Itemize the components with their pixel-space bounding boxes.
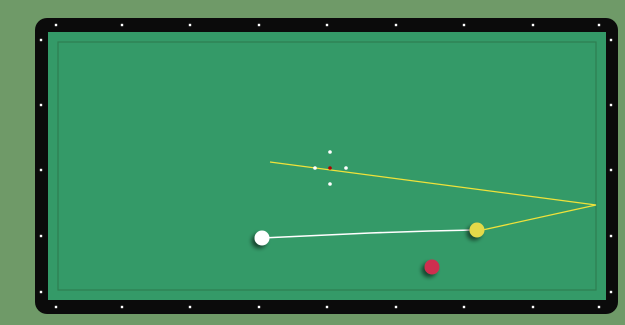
aim-marker-center [328, 166, 332, 170]
bottom-rail-diamond [463, 306, 465, 308]
aim-marker-right [344, 166, 348, 170]
top-rail-diamond [258, 24, 260, 26]
bottom-rail-diamond [598, 306, 600, 308]
left-rail-diamond [40, 235, 42, 237]
bottom-rail-diamond [189, 306, 191, 308]
cue-ball[interactable] [255, 231, 270, 246]
table-cloth[interactable] [48, 32, 606, 300]
top-rail-diamond [121, 24, 123, 26]
right-rail-diamond [610, 169, 612, 171]
red-ball[interactable] [425, 260, 440, 275]
left-rail-diamond [40, 104, 42, 106]
bottom-rail-diamond [395, 306, 397, 308]
left-rail-diamond [40, 169, 42, 171]
top-rail-diamond [55, 24, 57, 26]
right-rail-diamond [610, 235, 612, 237]
aim-marker-bottom [328, 182, 332, 186]
bottom-rail-diamond [121, 306, 123, 308]
top-rail-diamond [395, 24, 397, 26]
right-rail-diamond [610, 39, 612, 41]
left-rail-diamond [40, 39, 42, 41]
top-rail-diamond [532, 24, 534, 26]
bottom-rail-diamond [326, 306, 328, 308]
aim-marker-top [328, 150, 332, 154]
right-rail-diamond [610, 104, 612, 106]
top-rail-diamond [463, 24, 465, 26]
bottom-rail-diamond [258, 306, 260, 308]
aim-marker-left [313, 166, 317, 170]
bottom-rail-diamond [55, 306, 57, 308]
right-rail-diamond [610, 291, 612, 293]
left-rail-diamond [40, 291, 42, 293]
top-rail-diamond [326, 24, 328, 26]
yellow-ball[interactable] [470, 223, 485, 238]
top-rail-diamond [189, 24, 191, 26]
top-rail-diamond [598, 24, 600, 26]
bottom-rail-diamond [532, 306, 534, 308]
